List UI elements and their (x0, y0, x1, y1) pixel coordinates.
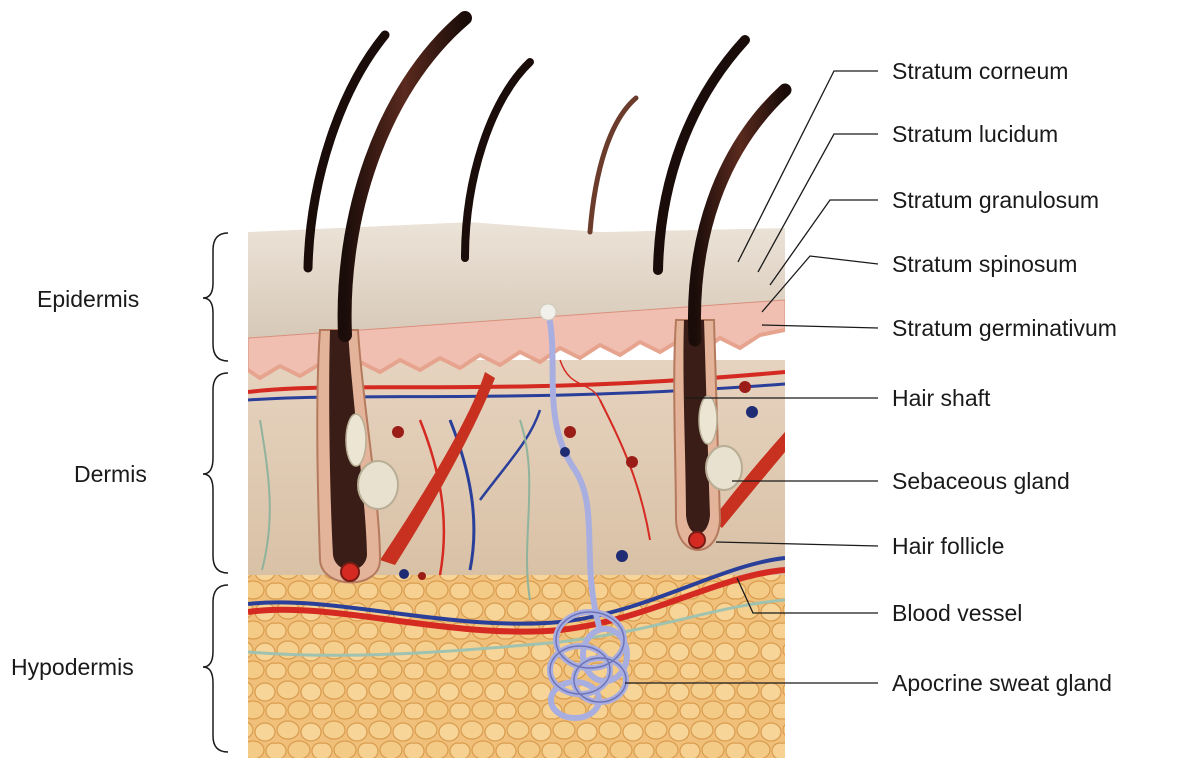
label-hypodermis: Hypodermis (11, 656, 134, 679)
region-braces (203, 233, 228, 752)
hair-4 (590, 98, 636, 232)
label-stratum-granulosum: Stratum granulosum (892, 189, 1099, 212)
right-hair-bulb (689, 532, 705, 548)
sweat-pore (540, 304, 556, 320)
label-sebaceous-gland: Sebaceous gland (892, 470, 1070, 493)
hypodermis-brace (203, 585, 228, 752)
label-stratum-lucidum: Stratum lucidum (892, 123, 1058, 146)
label-stratum-corneum: Stratum corneum (892, 60, 1068, 83)
left-sebaceous-gland (358, 461, 398, 509)
label-blood-vessel: Blood vessel (892, 602, 1022, 625)
label-stratum-spinosum: Stratum spinosum (892, 253, 1077, 276)
label-epidermis: Epidermis (37, 288, 139, 311)
label-hair-follicle: Hair follicle (892, 535, 1004, 558)
label-apocrine-sweat-gland: Apocrine sweat gland (892, 672, 1112, 695)
leader-stratum-granulosum (770, 200, 878, 285)
hypodermis-fat-layer (248, 570, 788, 758)
label-hair-shaft: Hair shaft (892, 387, 990, 410)
epidermis-brace (203, 233, 228, 361)
left-hair-bulb (341, 563, 359, 581)
label-dermis: Dermis (74, 463, 147, 486)
label-stratum-germinativum: Stratum germinativum (892, 317, 1117, 340)
right-sebaceous-gland (706, 446, 742, 490)
tissue-block (248, 222, 788, 758)
dermis-brace (203, 373, 228, 573)
